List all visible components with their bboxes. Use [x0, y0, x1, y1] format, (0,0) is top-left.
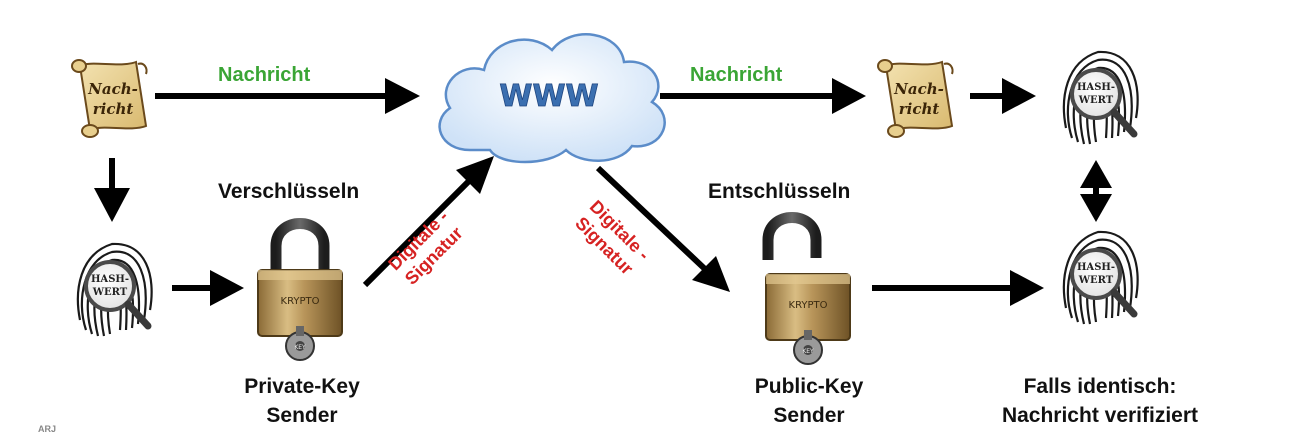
scroll-text-line1: Nach- — [87, 80, 138, 98]
label-nachricht-right: Nachricht — [690, 64, 783, 86]
caption-private-key: Private-Key Sender — [232, 372, 372, 430]
hash-text-line2: WERT — [92, 287, 128, 298]
arrow-scroll-to-cloud — [155, 78, 420, 114]
scroll-text-line2: richt — [93, 100, 134, 118]
label-verschluesseln: Verschlüsseln — [218, 180, 360, 203]
lock-text: KRYPTO — [281, 296, 320, 307]
caption-private-key-line1: Private-Key — [244, 375, 360, 398]
hash-icon-left: HASH- WERT — [78, 244, 152, 336]
hash-text-line1: HASH- — [91, 274, 129, 285]
scroll-text-line2: richt — [899, 100, 940, 118]
hash-icon-bottom-right: HASH- WERT — [1064, 232, 1138, 324]
arrow-compare-double — [1080, 160, 1112, 222]
caption-public-key-line1: Public-Key — [754, 375, 864, 398]
arrow-scroll-down — [94, 158, 130, 222]
arrow-hash-to-lock — [172, 270, 244, 306]
key-text: KEY — [802, 348, 814, 355]
label-nachricht-left: Nachricht — [218, 64, 311, 86]
hash-icon-top-right: HASH- WERT — [1064, 52, 1138, 144]
label-entschluesseln: Entschlüsseln — [708, 180, 851, 203]
arrow-cloud-to-lock — [595, 165, 730, 292]
scroll-icon-left: Nach- richt — [71, 59, 148, 138]
caption-private-key-line2: Sender — [266, 404, 338, 427]
caption-falls-line1: Falls identisch: — [1023, 375, 1177, 398]
hash-text-line2: WERT — [1078, 95, 1114, 106]
cloud-text: WWW — [499, 79, 598, 114]
hash-text-line1: HASH- — [1077, 82, 1115, 93]
lock-text: KRYPTO — [789, 300, 828, 311]
arrow-lock-to-hash — [872, 270, 1044, 306]
arrow-cloud-to-scroll — [660, 78, 866, 114]
caption-public-key-line2: Sender — [773, 404, 845, 427]
scroll-icon-right: Nach- richt — [877, 59, 954, 138]
padlock-open-icon: KRYPTO KEY — [762, 212, 851, 365]
hash-text-line1: HASH- — [1077, 262, 1115, 273]
arrow-lock-to-cloud — [362, 156, 494, 288]
arrows — [94, 78, 1112, 306]
caption-falls-line2: Nachricht verifiziert — [1001, 404, 1199, 427]
caption-falls-identisch: Falls identisch: Nachricht verifiziert — [978, 372, 1222, 430]
scroll-text-line1: Nach- — [893, 80, 944, 98]
caption-public-key: Public-Key Sender — [744, 372, 874, 430]
cloud-icon: WWW — [438, 33, 666, 164]
padlock-closed-icon: KRYPTO KEY — [257, 218, 343, 361]
hash-text-line2: WERT — [1078, 275, 1114, 286]
key-text: KEY — [294, 344, 306, 351]
author-label: ARJ — [38, 424, 57, 434]
arrow-scroll-to-hash — [970, 78, 1036, 114]
